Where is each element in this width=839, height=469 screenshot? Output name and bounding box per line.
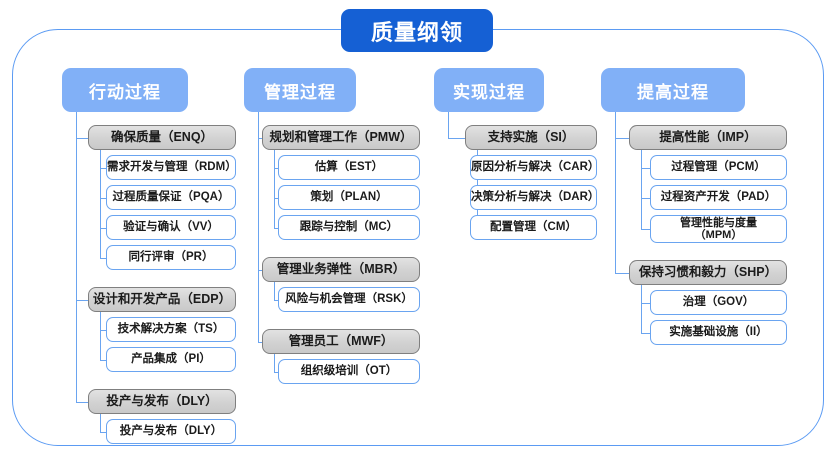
leaf-box-3-0-1[interactable]: 过程资产开发（PAD） <box>650 185 787 210</box>
connector-leaf-0-2-0 <box>100 431 106 433</box>
leaf-box-0-0-3[interactable]: 同行评审（PR） <box>106 245 236 270</box>
connector-leaf-0-1-0 <box>100 329 106 331</box>
leaf-box-1-0-1[interactable]: 策划（PLAN） <box>278 185 420 210</box>
connector-leaf-0-1-1 <box>100 359 106 361</box>
connector-leaf-3-1-1 <box>641 332 650 334</box>
group-box-2-0[interactable]: 支持实施（SI） <box>465 125 597 150</box>
leaf-box-2-0-0[interactable]: 原因分析与解决（CAR） <box>470 155 599 180</box>
connector-group-0-1 <box>76 299 88 301</box>
column-header-3: 提高过程 <box>601 68 745 112</box>
leaf-box-0-0-0[interactable]: 需求开发与管理（RDM） <box>106 155 237 180</box>
connector-leaf-1-1-0 <box>274 299 278 301</box>
column-header-2: 实现过程 <box>434 68 544 112</box>
connector-group-2-0 <box>448 137 465 139</box>
connector-column-spine-2 <box>448 112 450 138</box>
connector-group-3-1 <box>615 272 629 274</box>
connector-group-1-2 <box>258 341 262 343</box>
connector-group-spine-1-2 <box>274 354 276 372</box>
connector-leaf-3-0-1 <box>641 197 650 199</box>
group-box-1-1[interactable]: 管理业务弹性（MBR） <box>262 257 420 282</box>
leaf-box-1-0-2[interactable]: 跟踪与控制（MC） <box>278 215 420 240</box>
connector-leaf-3-1-0 <box>641 302 650 304</box>
connector-group-1-1 <box>258 269 262 271</box>
connector-group-spine-1-1 <box>274 282 276 300</box>
connector-group-3-0 <box>615 137 629 139</box>
connector-leaf-0-0-1 <box>100 197 106 199</box>
leaf-box-3-0-2[interactable]: 管理性能与度量（MPM） <box>650 215 787 243</box>
leaf-box-1-0-0[interactable]: 估算（EST） <box>278 155 420 180</box>
connector-leaf-0-0-3 <box>100 257 106 259</box>
column-header-0: 行动过程 <box>62 68 188 112</box>
connector-leaf-1-0-1 <box>274 197 278 199</box>
group-box-3-1[interactable]: 保持习惯和毅力（SHP） <box>629 260 787 285</box>
connector-leaf-3-0-0 <box>641 167 650 169</box>
connector-group-spine-3-0 <box>641 150 643 229</box>
connector-leaf-3-0-2 <box>641 229 650 231</box>
connector-leaf-0-0-2 <box>100 227 106 229</box>
group-box-1-2[interactable]: 管理员工（MWF） <box>262 329 420 354</box>
leaf-box-3-1-0[interactable]: 治理（GOV） <box>650 290 787 315</box>
group-box-0-0[interactable]: 确保质量（ENQ） <box>88 125 236 150</box>
leaf-box-3-0-0[interactable]: 过程管理（PCM） <box>650 155 787 180</box>
root-title: 质量纲领 <box>341 9 493 52</box>
connector-leaf-1-2-0 <box>274 371 278 373</box>
connector-group-spine-0-1 <box>100 312 102 360</box>
leaf-box-3-1-1[interactable]: 实施基础设施（II） <box>650 320 787 345</box>
connector-group-0-2 <box>76 401 88 403</box>
column-header-1: 管理过程 <box>244 68 356 112</box>
group-box-1-0[interactable]: 规划和管理工作（PMW） <box>262 125 420 150</box>
connector-column-spine-0 <box>76 112 78 402</box>
connector-group-spine-1-0 <box>274 150 276 228</box>
connector-group-spine-0-2 <box>100 414 102 432</box>
connector-leaf-1-0-2 <box>274 227 278 229</box>
group-box-0-2[interactable]: 投产与发布（DLY） <box>88 389 236 414</box>
leaf-box-1-2-0[interactable]: 组织级培训（OT） <box>278 359 420 384</box>
leaf-box-2-0-2[interactable]: 配置管理（CM） <box>470 215 597 240</box>
leaf-box-0-2-0[interactable]: 投产与发布（DLY） <box>106 419 236 444</box>
connector-leaf-0-0-0 <box>100 167 106 169</box>
connector-group-spine-0-0 <box>100 150 102 258</box>
connector-group-0-0 <box>76 137 88 139</box>
leaf-box-0-1-0[interactable]: 技术解决方案（TS） <box>106 317 236 342</box>
leaf-box-0-1-1[interactable]: 产品集成（PI） <box>106 347 236 372</box>
leaf-box-1-1-0[interactable]: 风险与机会管理（RSK） <box>278 287 420 312</box>
connector-column-spine-1 <box>258 112 260 342</box>
leaf-box-0-0-1[interactable]: 过程质量保证（PQA） <box>106 185 236 210</box>
connector-group-spine-3-1 <box>641 285 643 333</box>
connector-leaf-1-0-0 <box>274 167 278 169</box>
group-box-0-1[interactable]: 设计和开发产品（EDP） <box>88 287 236 312</box>
leaf-box-0-0-2[interactable]: 验证与确认（VV） <box>106 215 236 240</box>
connector-group-1-0 <box>258 137 262 139</box>
connector-column-spine-3 <box>615 112 617 273</box>
leaf-box-2-0-1[interactable]: 决策分析与解决（DAR） <box>470 185 599 210</box>
group-box-3-0[interactable]: 提高性能（IMP） <box>629 125 787 150</box>
